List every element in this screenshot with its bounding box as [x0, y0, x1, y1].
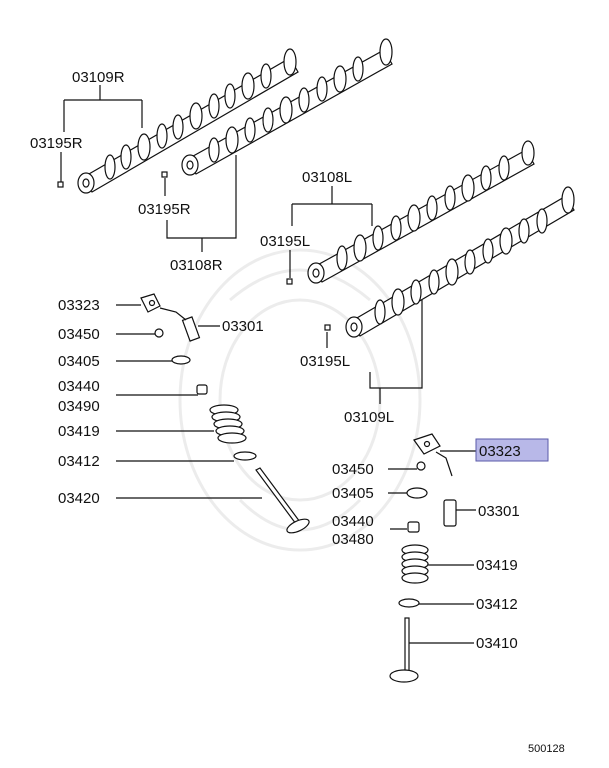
- label-seal-left-b[interactable]: 03490: [58, 398, 100, 415]
- label-spring-retainer-left[interactable]: 03405: [58, 353, 100, 370]
- label-spring-seat-left[interactable]: 03412: [58, 453, 100, 470]
- label-valve-right[interactable]: 03410: [476, 635, 518, 652]
- label-key-l-top[interactable]: 03195L: [260, 233, 310, 250]
- label-camshaft-l-top[interactable]: 03108L: [302, 169, 352, 186]
- label-camshaft-r-bottom[interactable]: 03108R: [170, 257, 223, 274]
- key-03195r-left: [57, 181, 64, 188]
- valve-03410: [389, 617, 419, 683]
- camshaft-03108r: [181, 38, 393, 176]
- label-adjuster-left[interactable]: 03450: [58, 326, 100, 343]
- key-03195l-top: [286, 278, 293, 285]
- spring-seat-left: [233, 451, 257, 461]
- label-rocker-arm-left[interactable]: 03323: [58, 297, 100, 314]
- label-key-r-left[interactable]: 03195R: [30, 135, 83, 152]
- lash-adjuster-left: [181, 316, 201, 342]
- key-03195r-mid: [161, 171, 168, 178]
- label-adjuster-right[interactable]: 03450: [332, 461, 374, 478]
- rocker-arm-left: [140, 293, 161, 313]
- key-03195l-bottom: [324, 324, 331, 331]
- watermark: [178, 248, 422, 552]
- label-seal-right-a[interactable]: 03440: [332, 513, 374, 530]
- label-seal-right-b[interactable]: 03480: [332, 531, 374, 548]
- spring-retainer-left: [171, 355, 191, 365]
- leader-lines: [60, 85, 476, 644]
- label-lash-adjuster-right[interactable]: 03301: [478, 503, 520, 520]
- label-seal-left-a[interactable]: 03440: [58, 378, 100, 395]
- valve-seal-right: [407, 521, 420, 533]
- label-key-r-mid[interactable]: 03195R: [138, 201, 191, 218]
- label-spring-seat-right[interactable]: 03412: [476, 596, 518, 613]
- adjuster-left: [154, 328, 164, 338]
- adjuster-right: [416, 461, 426, 471]
- label-lash-adjuster-left[interactable]: 03301: [222, 318, 264, 335]
- lash-adjuster-right: [443, 499, 457, 527]
- label-camshaft-r-top[interactable]: 03109R: [72, 69, 125, 86]
- highlight-box: [475, 438, 549, 462]
- label-spring-right[interactable]: 03419: [476, 557, 518, 574]
- valve-spring-left: [209, 404, 247, 444]
- label-rocker-arm-right[interactable]: 03323: [479, 443, 521, 460]
- label-camshaft-l-bottom[interactable]: 03109L: [344, 409, 394, 426]
- label-spring-left[interactable]: 03419: [58, 423, 100, 440]
- camshaft-03109l: [345, 186, 575, 338]
- part-labels: 03109R 03195R 03195R 03108R 03108L 03195…: [30, 69, 565, 755]
- camshaft-03108l: [307, 140, 535, 284]
- spring-seat-right: [398, 598, 420, 608]
- label-spring-retainer-right[interactable]: 03405: [332, 485, 374, 502]
- valve-03420: [255, 467, 310, 534]
- label-key-l-bottom[interactable]: 03195L: [300, 353, 350, 370]
- valve-spring-right: [401, 544, 429, 584]
- label-valve-left[interactable]: 03420: [58, 490, 100, 507]
- camshaft-03109r: [77, 48, 299, 194]
- diagram-number: 500128: [528, 743, 565, 755]
- valve-seal-left: [196, 384, 208, 395]
- rocker-arm-right: [413, 433, 441, 455]
- spring-retainer-right: [406, 487, 428, 499]
